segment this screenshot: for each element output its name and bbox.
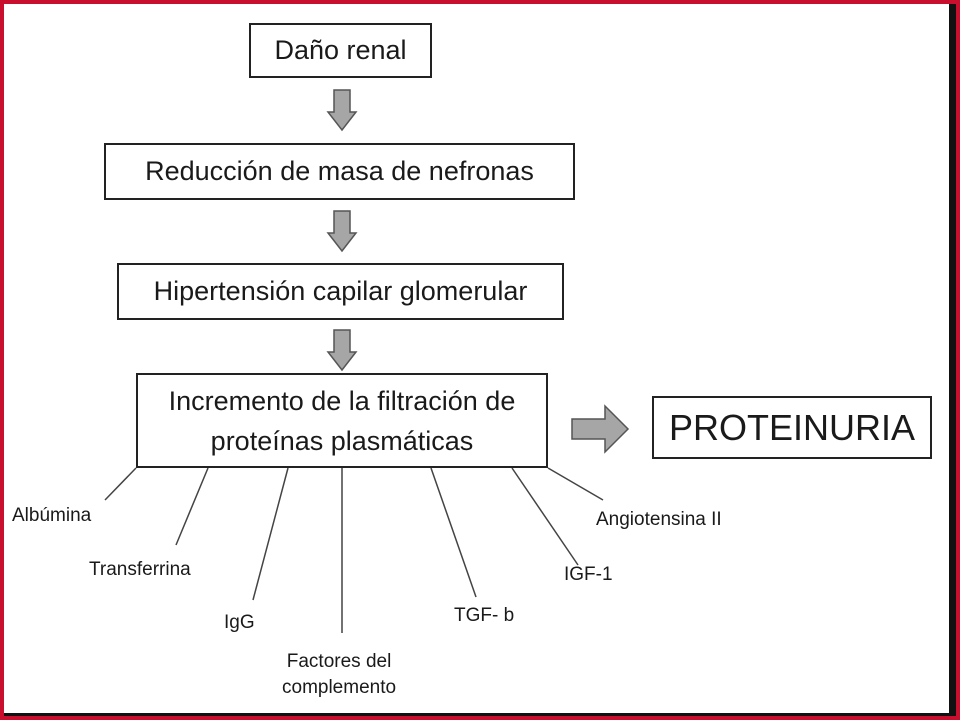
down-arrow-1 (326, 89, 358, 132)
factores-line1: Factores del (286, 651, 392, 672)
down-arrow-2 (326, 210, 358, 253)
step-dano-renal-text: Daño renal (274, 35, 407, 65)
connector-transferrina (175, 467, 209, 546)
protein-label-igf: IGF-1 (564, 564, 613, 585)
step-hipertension-glomerular: Hipertensión capilar glomerular (117, 263, 564, 320)
step-hipertension-glomerular-text: Hipertensión capilar glomerular (153, 276, 528, 306)
factores-line2: complemento (282, 677, 397, 698)
connector-albumina (104, 467, 137, 501)
protein-label-tgf: TGF- b (454, 605, 515, 626)
bottom-edge-strip (4, 713, 949, 716)
outcome-proteinuria: PROTEINURIA (652, 396, 932, 459)
connector-igf (511, 467, 579, 566)
protein-label-igg: IgG (224, 612, 255, 633)
connector-angiotensina (547, 467, 604, 501)
step-reduccion-nefronas: Reducción de masa de nefronas (104, 143, 575, 200)
connector-igg (252, 467, 289, 601)
protein-label-transferrina: Transferrina (89, 559, 191, 580)
right-arrow (571, 404, 630, 454)
step-dano-renal: Daño renal (249, 23, 432, 78)
step-incremento-filtracion: Incremento de la filtración de proteínas… (136, 373, 548, 468)
protein-label-angiotensina: Angiotensina II (596, 509, 722, 530)
right-edge-strip (949, 4, 956, 716)
protein-label-factores-complemento: Factores del complemento (282, 649, 396, 701)
outcome-proteinuria-text: PROTEINURIA (668, 406, 916, 448)
connector-tgf (430, 467, 477, 598)
step-incremento-line1: Incremento de la filtración de (168, 385, 516, 416)
step-incremento-line2: proteínas plasmáticas (210, 425, 474, 456)
protein-label-albumina: Albúmina (12, 505, 92, 526)
down-arrow-3 (326, 329, 358, 372)
step-reduccion-nefronas-text: Reducción de masa de nefronas (145, 156, 534, 186)
